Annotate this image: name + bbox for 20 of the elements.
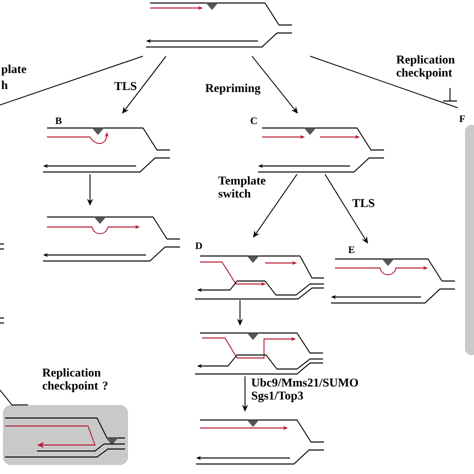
fork-drawing bbox=[146, 2, 292, 48]
annotation: plate bbox=[1, 64, 26, 76]
fork-drawing bbox=[196, 420, 324, 464]
annotation: h bbox=[2, 80, 8, 89]
panel-letter: D bbox=[195, 242, 202, 250]
panel-letter: B bbox=[55, 117, 62, 124]
edge-label: TLS bbox=[352, 199, 374, 208]
panel-letter: C bbox=[250, 117, 257, 124]
edge-label: TLS bbox=[114, 82, 136, 90]
annotation: Replication checkpoint bbox=[396, 55, 455, 80]
annotation: Replication checkpoint ? bbox=[42, 368, 108, 392]
fork-drawing bbox=[42, 216, 180, 262]
edge-label: Repriming bbox=[205, 84, 260, 95]
edge-label: Ubc9/Mms21/SUMO Sgs1/Top3 bbox=[252, 378, 358, 402]
panel-letter: F bbox=[459, 115, 465, 122]
edge-label: Template switch bbox=[218, 176, 266, 198]
arrow bbox=[0, 390, 28, 406]
fork-drawing bbox=[3, 405, 128, 465]
panel-letter: E bbox=[348, 246, 354, 253]
fork-drawing bbox=[194, 332, 324, 374]
